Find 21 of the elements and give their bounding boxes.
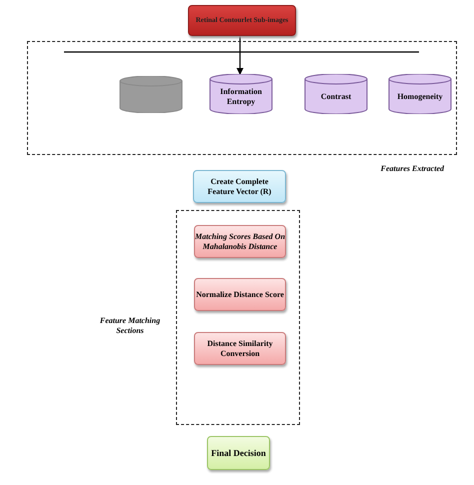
node-label: Final Decision [211,448,266,458]
arrow [236,36,244,75]
group-label: Features Extracted [380,164,444,174]
node-label: Create Complete Feature Vector (R) [206,176,272,196]
database-cylinder [388,74,452,114]
process-box [188,5,296,36]
node-label: Distance Similarity Conversion [206,338,274,358]
process-box [194,332,286,365]
database-cylinder [119,76,183,113]
database-cylinder [209,74,273,114]
node-label: Normalize Distance Score [196,290,284,300]
decision-box [207,436,270,470]
group-label: Feature Matching Sections [98,316,162,336]
process-box [194,278,286,311]
process-box [193,170,286,203]
node-label: Homogeneity [397,92,443,102]
node-label: Information Entropy [219,87,263,107]
process-box [194,225,286,258]
database-cylinder [304,74,368,114]
node-label: Matching Scores Based On Mahalanobis Distance [195,232,285,252]
node-label: Contrast [320,92,352,102]
